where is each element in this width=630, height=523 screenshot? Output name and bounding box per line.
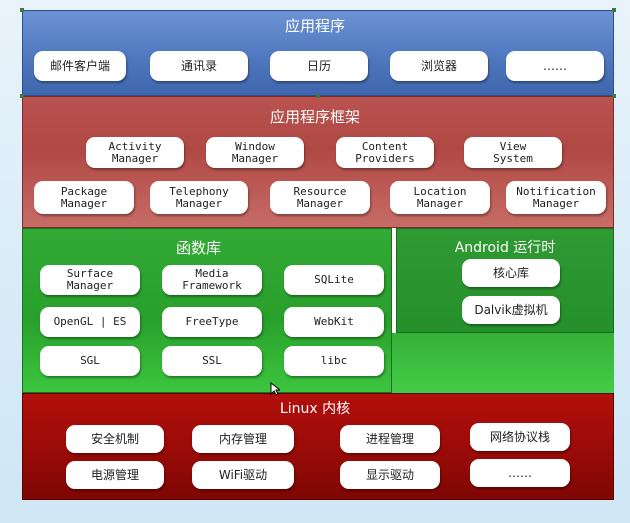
lib-webkit: WebKit xyxy=(284,307,384,337)
kernel-display-driver: 显示驱动 xyxy=(340,461,440,489)
lib-sgl: SGL xyxy=(40,346,140,376)
lib-opengl-es: OpenGL | ES xyxy=(40,307,140,337)
app-browser: 浏览器 xyxy=(390,51,488,81)
runtime-core-libraries: 核心库 xyxy=(462,259,560,287)
fw-view-system: View System xyxy=(464,137,562,168)
lib-media-framework: Media Framework xyxy=(162,265,262,295)
kernel-process-management: 进程管理 xyxy=(340,425,440,453)
app-calendar: 日历 xyxy=(270,51,368,81)
kernel-title: Linux 内核 xyxy=(279,401,351,417)
lib-freetype: FreeType xyxy=(162,307,262,337)
selection-handle[interactable] xyxy=(20,8,24,12)
lib-ssl: SSL xyxy=(162,346,262,376)
mouse-pointer-icon xyxy=(270,382,280,396)
kernel-wifi-driver: WiFi驱动 xyxy=(192,461,294,489)
lib-surface-manager: Surface Manager xyxy=(40,265,140,295)
kernel-power-management: 电源管理 xyxy=(66,461,164,489)
fw-activity-manager: Activity Manager xyxy=(86,137,184,168)
libraries-title: 函数库 xyxy=(176,239,222,257)
selection-handle[interactable] xyxy=(612,94,616,98)
selection-handle[interactable] xyxy=(316,94,320,98)
lib-sqlite: SQLite xyxy=(284,265,384,295)
app-more: …… xyxy=(506,51,604,81)
kernel-security: 安全机制 xyxy=(66,425,164,453)
fw-content-providers: Content Providers xyxy=(336,137,434,168)
kernel-more: …… xyxy=(470,459,570,487)
fw-resource-manager: Resource Manager xyxy=(270,181,370,214)
fw-telephony-manager: Telephony Manager xyxy=(150,181,248,214)
applications-title: 应用程序 xyxy=(284,17,345,35)
runtime-title: Android 运行时 xyxy=(454,240,556,256)
libraries-layer-extension xyxy=(392,333,614,393)
fw-package-manager: Package Manager xyxy=(34,181,134,214)
kernel-memory-management: 内存管理 xyxy=(192,425,294,453)
fw-notification-manager: Notification Manager xyxy=(506,181,606,214)
fw-window-manager: Window Manager xyxy=(206,137,304,168)
fw-location-manager: Location Manager xyxy=(390,181,490,214)
selection-handle[interactable] xyxy=(612,8,616,12)
app-email-client: 邮件客户端 xyxy=(34,51,126,81)
lib-libc: libc xyxy=(284,346,384,376)
framework-title: 应用程序框架 xyxy=(269,108,360,126)
app-contacts: 通讯录 xyxy=(150,51,248,81)
selection-handle[interactable] xyxy=(20,94,24,98)
runtime-dalvik-vm: Dalvik虚拟机 xyxy=(462,296,560,324)
kernel-network-stack: 网络协议栈 xyxy=(470,423,570,451)
